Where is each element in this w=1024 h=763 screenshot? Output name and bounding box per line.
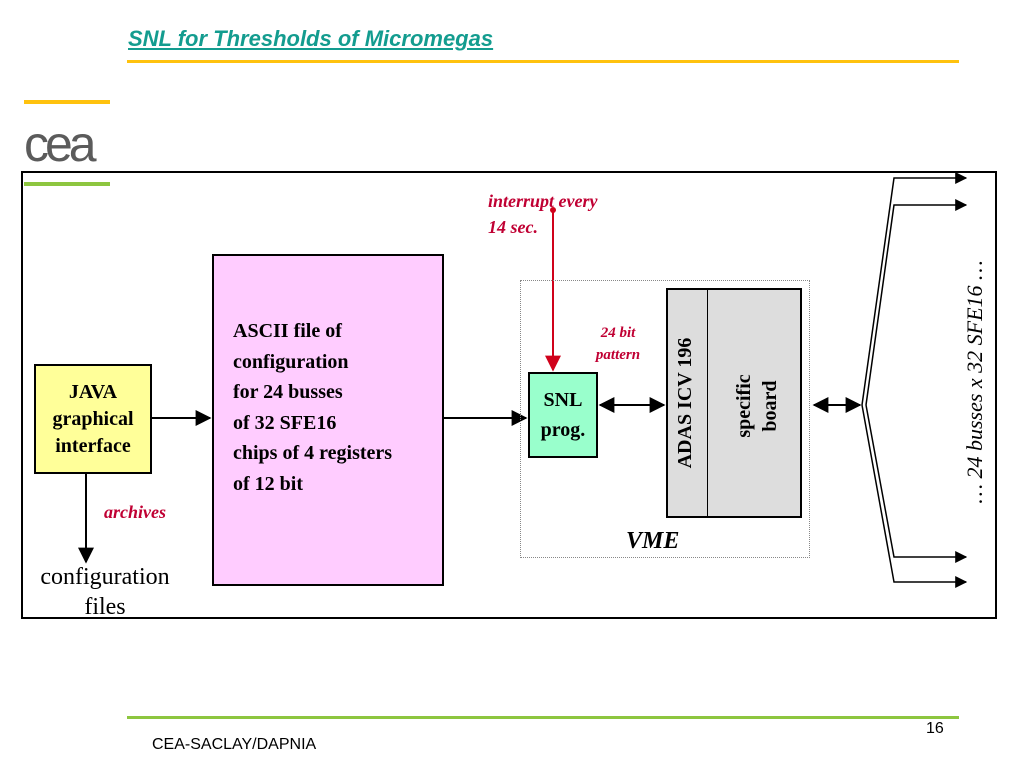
config-files-label: configuration files (40, 564, 170, 620)
ascii-line-4: of 32 SFE16 (233, 411, 337, 434)
page-number: 16 (926, 720, 944, 737)
vme-label: VME (626, 528, 680, 554)
interrupt-label: interrupt every 14 sec. (488, 191, 598, 237)
ascii-line-3: for 24 busses (233, 381, 343, 403)
logo-text: cea (24, 116, 97, 172)
ascii-config-box (212, 254, 444, 586)
footer-org: CEA-SACLAY/DAPNIA (152, 736, 317, 753)
ascii-line-1: ASCII file of (233, 320, 342, 342)
adas-label: ADAS ICV 196 (674, 337, 696, 469)
slide-title: SNL for Thresholds of Micromegas (128, 26, 494, 51)
java-interface-label: JAVA graphical interface (52, 380, 134, 457)
ascii-config-text: ASCII file of configuration for 24 busse… (233, 316, 392, 499)
interrupt-dot (550, 207, 556, 213)
java-interface-box: JAVA graphical interface (34, 364, 152, 474)
logo-bar-bottom (24, 182, 110, 186)
ascii-line-2: configuration (233, 350, 349, 373)
adas-divider (707, 290, 708, 516)
specific-board-label: specific board (733, 374, 781, 438)
header-rule (127, 60, 959, 63)
vme-crate (520, 280, 810, 558)
ascii-line-6: of 12 bit (233, 472, 303, 495)
busses-label: … 24 busses x 32 SFE16 … (962, 260, 987, 504)
diagram-frame (21, 171, 997, 619)
pattern-label: 24 bit pattern (595, 325, 641, 363)
footer-rule (127, 716, 959, 719)
logo-bar-top (24, 100, 110, 104)
cea-logo: cea (24, 100, 112, 188)
bus-fanout (861, 172, 968, 588)
archives-label: archives (104, 502, 166, 522)
ascii-line-5: chips of 4 registers (233, 442, 393, 464)
snl-program-label: SNL prog. (540, 389, 586, 441)
snl-program-box: SNL prog. (528, 372, 598, 458)
adas-board (666, 288, 802, 518)
